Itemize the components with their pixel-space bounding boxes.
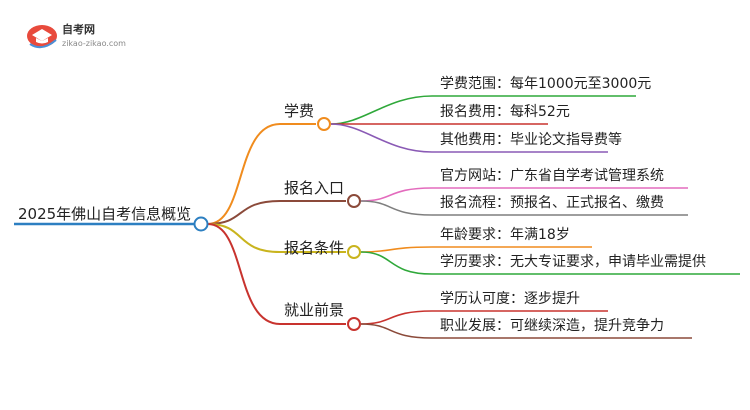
root-node [193, 216, 209, 232]
leaf-label-4-2: 职业发展：可继续深造，提升竞争力 [440, 318, 664, 334]
logo-mortarboard-icon [27, 25, 57, 49]
leaf-link-1-1 [330, 95, 433, 125]
leaf-link-2-2 [360, 200, 433, 216]
branch-label-4: 就业前景 [284, 301, 345, 319]
leaf-link-3-2 [360, 251, 433, 275]
leaf-link-4-1 [360, 310, 433, 325]
leaf-label-1-1: 学费范围：每年1000元至3000元 [440, 76, 652, 92]
branch-label-3: 报名条件 [284, 239, 345, 257]
branch-link-2 [207, 200, 281, 225]
root-topic: 2025年佛山自考信息概览 [18, 205, 192, 223]
leaf-label-1-3: 其他费用：毕业论文指导费等 [440, 132, 622, 148]
leaf-link-2-1 [360, 187, 433, 202]
branch-link-3 [207, 223, 281, 253]
branch-node-4 [347, 317, 361, 331]
leaf-label-2-1: 官方网站：广东省自学考试管理系统 [440, 168, 664, 184]
branch-link-4 [207, 223, 281, 325]
leaf-link-1-3 [330, 123, 433, 153]
branch-label-2: 报名入口 [284, 179, 345, 197]
leaf-link-3-1 [360, 246, 433, 253]
branch-label-1: 学费 [284, 102, 315, 120]
leaf-link-4-2 [360, 323, 433, 339]
branch-node-3 [347, 245, 361, 259]
branch-node-2 [347, 194, 361, 208]
branch-node-1 [317, 117, 331, 131]
leaf-label-3-1: 年龄要求：年满18岁 [440, 227, 570, 243]
logo-subtitle: zikao-zikao.com [62, 39, 126, 48]
leaf-label-4-1: 学历认可度：逐步提升 [440, 291, 580, 307]
leaf-label-3-2: 学历要求：无大专证要求，申请毕业需提供 [440, 254, 706, 270]
leaf-label-1-2: 报名费用：每科52元 [440, 104, 570, 120]
leaf-label-2-2: 报名流程：预报名、正式报名、缴费 [440, 195, 664, 211]
logo-title: 自考网 [62, 23, 95, 36]
branch-link-1 [207, 123, 281, 225]
